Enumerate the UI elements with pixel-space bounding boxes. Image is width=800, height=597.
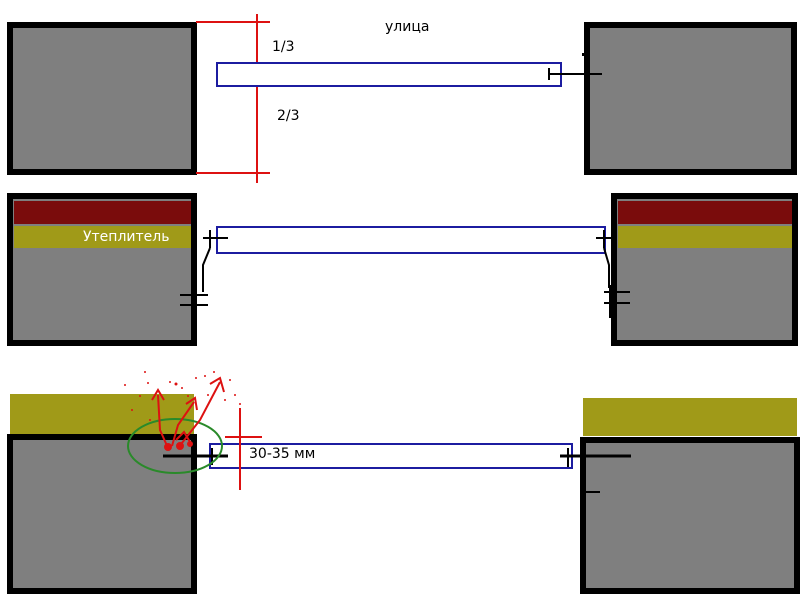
gap-size-label: 30-35 мм — [249, 446, 316, 462]
problem-area-circle — [127, 418, 223, 474]
section-insulated-wall — [7, 193, 798, 346]
left-anchor-assembly — [180, 230, 228, 318]
one-third-label: 1/3 — [272, 39, 295, 55]
right-wall-block-3 — [580, 437, 800, 594]
insulation-label: Утеплитель — [83, 229, 170, 245]
section-frame-gap — [7, 371, 800, 594]
right-insulation-layer — [618, 226, 792, 248]
right-insulation-top — [583, 398, 797, 436]
right-anchor-assembly — [596, 230, 630, 318]
window-frame-3 — [209, 443, 573, 469]
left-brick-layer — [14, 201, 191, 224]
heat-loss-arrows — [151, 376, 225, 451]
left-insulation-top — [10, 394, 194, 434]
right-brick-layer — [618, 201, 792, 224]
red-noise-dots — [124, 371, 241, 421]
right-wall-block — [584, 22, 797, 175]
left-insulation-layer — [14, 226, 191, 248]
window-frame — [216, 62, 562, 87]
two-thirds-label: 2/3 — [277, 108, 300, 124]
left-wall-block-3 — [7, 434, 197, 594]
left-wall-block — [7, 22, 197, 175]
window-frame-2 — [216, 226, 606, 254]
section-placement-depth — [7, 14, 797, 183]
street-label: улица — [385, 19, 430, 35]
